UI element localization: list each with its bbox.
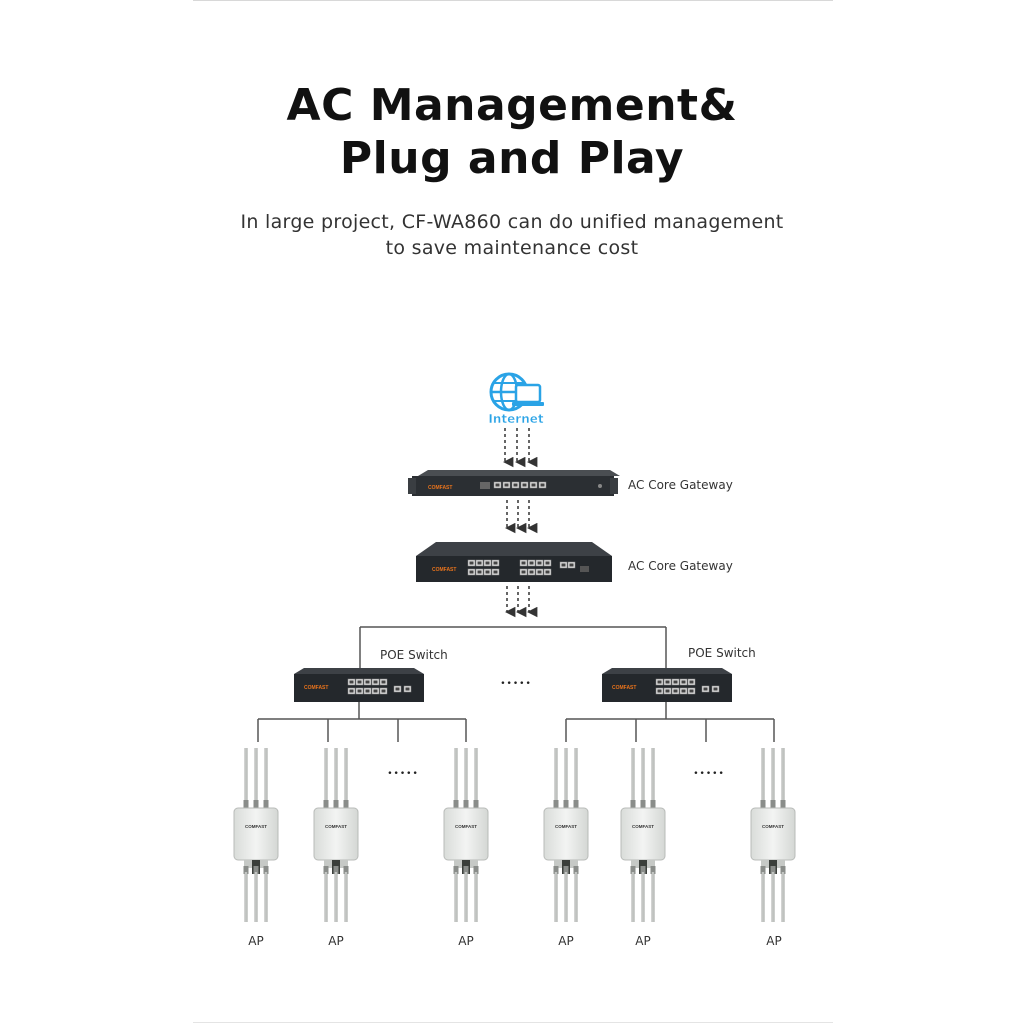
- svg-text:COMFAST: COMFAST: [762, 824, 784, 829]
- svg-text:COMFAST: COMFAST: [555, 824, 577, 829]
- ap-label: AP: [546, 934, 586, 948]
- access-point-device: COMFAST: [751, 748, 795, 922]
- access-point-device: COMFAST: [544, 748, 588, 922]
- bottom-divider: [193, 1022, 833, 1023]
- internet-label: Internet: [488, 412, 543, 426]
- switch-down-arrows: [507, 586, 529, 612]
- uplink-arrows: [505, 428, 529, 462]
- ap-label: AP: [236, 934, 276, 948]
- ap-label: AP: [446, 934, 486, 948]
- main-poe-switch-device: COMFAST: [416, 542, 612, 582]
- gateway-to-switch-arrows: [507, 500, 529, 528]
- svg-text:COMFAST: COMFAST: [455, 824, 477, 829]
- ap-label: AP: [754, 934, 794, 948]
- svg-text:COMFAST: COMFAST: [245, 824, 267, 829]
- poe-switch-right-device: COMFAST: [602, 668, 732, 702]
- ap-label: AP: [316, 934, 356, 948]
- internet-globe-icon: [491, 374, 544, 410]
- poe-switch-right-label: POE Switch: [688, 646, 756, 660]
- poe-right-brand: COMFAST: [612, 685, 636, 691]
- poe-left-brand: COMFAST: [304, 685, 328, 691]
- switch-ellipsis: •••••: [500, 679, 532, 689]
- ap-ellipsis-left: •••••: [387, 769, 419, 779]
- ac-core-gateway-label: AC Core Gateway: [628, 478, 733, 492]
- svg-text:COMFAST: COMFAST: [632, 824, 654, 829]
- poe-switch-left-label: POE Switch: [380, 648, 448, 662]
- access-point-device: COMFAST: [234, 748, 278, 922]
- poe-switch-left-device: COMFAST: [294, 668, 424, 702]
- svg-text:COMFAST: COMFAST: [325, 824, 347, 829]
- access-point-device: COMFAST: [314, 748, 358, 922]
- access-point-device: COMFAST: [621, 748, 665, 922]
- gateway-brand-label: COMFAST: [428, 485, 452, 491]
- ac-core-gateway-device: COMFAST: [408, 470, 620, 496]
- ap-ellipsis-right: •••••: [693, 769, 725, 779]
- switch-brand-label: COMFAST: [432, 567, 456, 573]
- ap-label: AP: [623, 934, 663, 948]
- access-point-device: COMFAST: [444, 748, 488, 922]
- second-gateway-label: AC Core Gateway: [628, 559, 733, 573]
